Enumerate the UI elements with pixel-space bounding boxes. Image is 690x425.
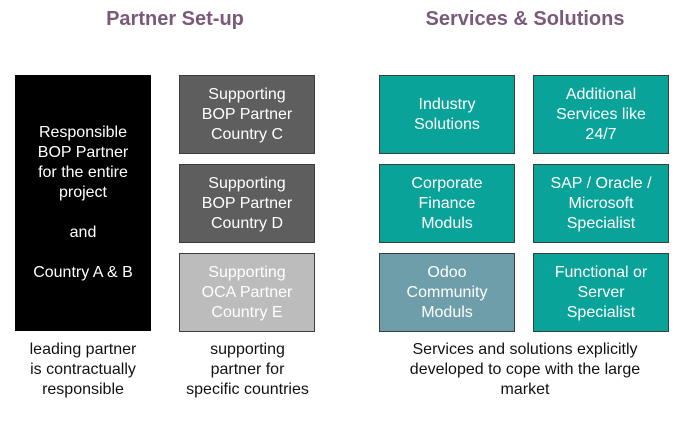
services-caption: Services and solutions explicitly develo…	[409, 341, 641, 398]
support-partner-caption: supporting partner for specific countrie…	[186, 341, 309, 398]
lead-partner-caption: leading partner is contractually respons…	[29, 341, 137, 398]
lead-partner-box: Responsible BOP Partner for the entire p…	[15, 75, 151, 331]
support-partner-country-d-box: Supporting BOP Partner Country D	[179, 164, 315, 243]
industry-solutions-box: Industry Solutions	[379, 75, 515, 154]
odoo-community-box: Odoo Community Moduls	[379, 253, 515, 332]
support-partner-country-e-box: Supporting OCA Partner Country E	[179, 253, 315, 332]
erp-specialist-box: SAP / Oracle / Microsoft Specialist	[533, 164, 669, 243]
partner-setup-heading: Partner Set-up	[106, 8, 244, 30]
additional-services-box: Additional Services like 24/7	[533, 75, 669, 154]
functional-specialist-box: Functional or Server Specialist	[533, 253, 669, 332]
corporate-finance-box: Corporate Finance Moduls	[379, 164, 515, 243]
support-partner-country-c-box: Supporting BOP Partner Country C	[179, 75, 315, 154]
services-solutions-heading: Services & Solutions	[425, 8, 625, 30]
